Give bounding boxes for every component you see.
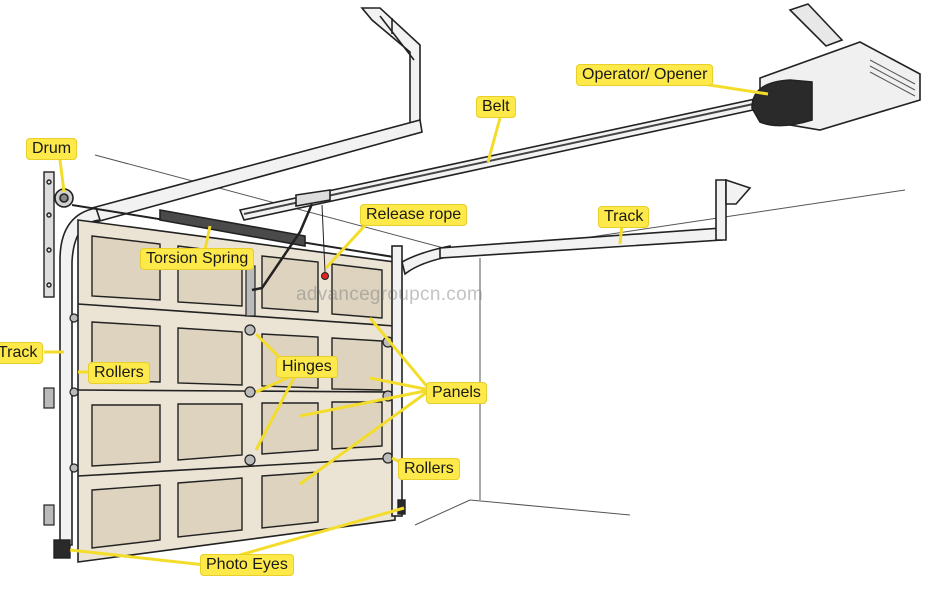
label-panels: Panels (426, 382, 487, 404)
label-rollers-right: Rollers (398, 458, 460, 480)
label-release-rope: Release rope (360, 204, 468, 226)
operator-opener-icon (751, 3, 921, 131)
torsion-spring-icon (71, 204, 401, 259)
release-rope-handle (321, 272, 329, 280)
label-track-right: Track (598, 206, 650, 228)
label-rollers-left: Rollers (88, 362, 150, 384)
watermark-text: advancegroupcn.com (296, 284, 484, 305)
label-hinges: Hinges (276, 356, 338, 378)
label-torsion-spring: Torsion Spring (140, 248, 255, 270)
label-belt: Belt (476, 96, 516, 118)
hinge-icons (43, 265, 256, 526)
label-operator-opener: Operator/ Opener (576, 64, 714, 86)
label-photo-eyes: Photo Eyes (200, 554, 294, 576)
label-track-left: Track (0, 342, 44, 364)
drum-icon (54, 188, 74, 208)
label-drum: Drum (26, 138, 78, 160)
left-jamb-plate (43, 171, 55, 298)
ceiling-bracket-left (360, 7, 421, 126)
photo-eyes-icon (53, 499, 406, 559)
right-horizontal-track (439, 178, 752, 259)
trolley-arm (251, 189, 331, 292)
